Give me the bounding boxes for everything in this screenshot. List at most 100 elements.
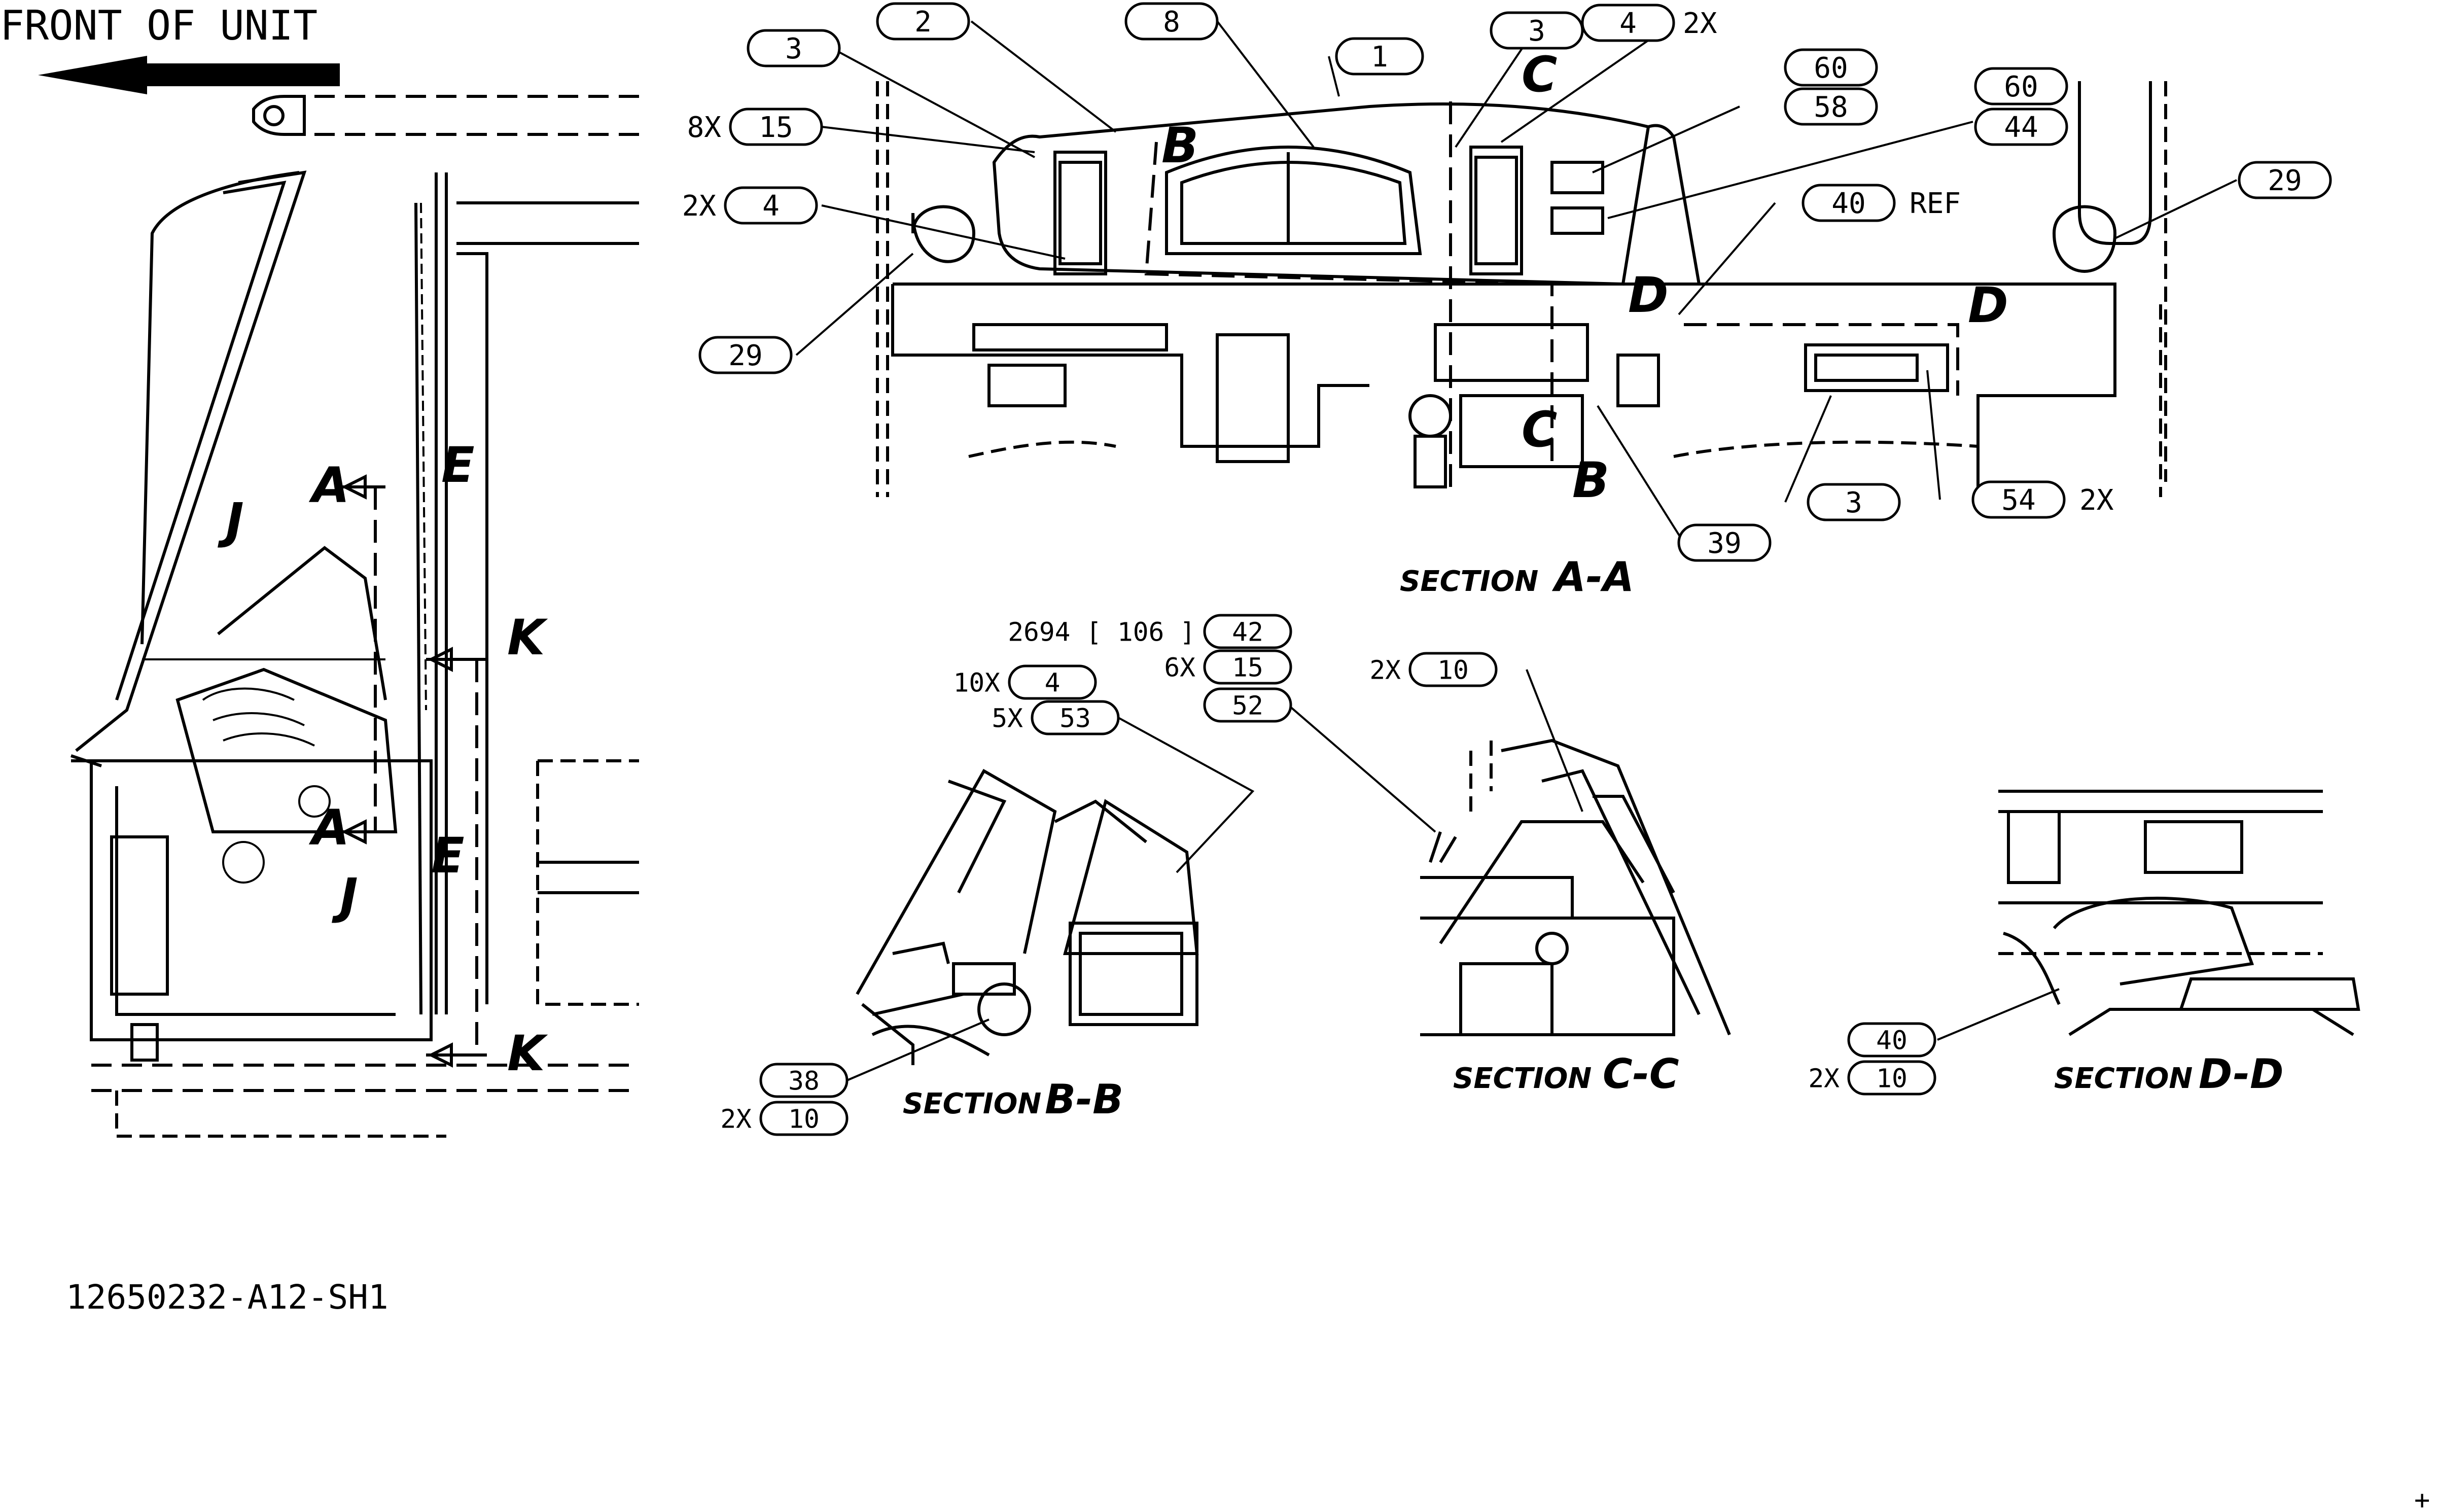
callout-44: 44 — [1974, 108, 2068, 146]
callout-58: 58 — [1784, 87, 1878, 126]
callout-quantity: 6X — [1164, 652, 1195, 683]
section-a-a-dashboard — [876, 81, 2167, 507]
callout-number: 40 — [1876, 1025, 1908, 1056]
callout-balloon — [876, 2, 970, 41]
section-word: SECTION — [1453, 1062, 1592, 1095]
callout-40: 40 — [1847, 1022, 1936, 1058]
callout-8: 8 — [1124, 2, 1219, 41]
callout-quantity: 5X — [992, 703, 1023, 733]
callout-balloon — [1203, 649, 1292, 685]
callout-balloon — [1124, 2, 1219, 41]
drawing-number: 12650232-A12-SH1 — [66, 1278, 388, 1317]
callout-number: 1 — [1371, 41, 1388, 74]
callout-number: 10 — [1876, 1063, 1908, 1094]
callout-quantity: 8X — [687, 111, 722, 144]
callout-balloon — [1847, 1060, 1936, 1096]
callout-number: 3 — [1845, 486, 1862, 519]
callout-balloon — [1847, 1022, 1936, 1058]
callout-suffix: REF — [1910, 187, 1961, 220]
callout-number: 44 — [2004, 111, 2038, 144]
callout-balloon — [759, 1063, 849, 1098]
section-id: A-A — [1551, 553, 1634, 601]
callout-number: 52 — [1232, 690, 1263, 721]
callout-balloon — [1490, 11, 1584, 50]
section-cut-arrows — [340, 474, 487, 1068]
callout-number: 39 — [1707, 527, 1741, 560]
callout-balloon — [1335, 37, 1424, 76]
front-of-unit-label: FRONT OF UNIT — [0, 2, 317, 49]
callout-balloon — [759, 1101, 849, 1136]
view-marker-d: D — [1628, 267, 1669, 324]
callout-balloon — [1802, 184, 1896, 222]
section-b-b-detail — [856, 768, 1199, 1065]
section-cut-lines — [374, 487, 478, 1055]
callout-suffix: 2X — [2079, 484, 2114, 517]
callout-number: 60 — [2004, 71, 2038, 103]
callout-54: 54 2X — [1971, 480, 2114, 519]
view-marker-c: C — [1522, 401, 1557, 458]
view-marker-e: E — [441, 437, 475, 494]
view-markers-side: A E J K A E J K — [218, 437, 548, 1082]
callout-balloon — [1203, 687, 1292, 723]
section-word: SECTION — [1400, 565, 1538, 598]
section-b-b-title: SECTION B-B — [903, 1076, 1123, 1123]
callout-number: 4 — [1045, 667, 1061, 698]
callout-number: 3 — [1528, 15, 1545, 48]
callout-number: 58 — [1814, 91, 1848, 124]
section-id: C-C — [1603, 1050, 1679, 1098]
callout-number: 2 — [914, 6, 932, 39]
callout-number: 15 — [759, 111, 793, 144]
callout-53: 53 5X — [992, 700, 1120, 735]
callout-balloon — [1784, 48, 1878, 87]
callout-60: 60 — [1974, 67, 2068, 106]
corner-mark: + — [2414, 1485, 2430, 1512]
callout-number: 53 — [1059, 703, 1091, 733]
view-marker-b: B — [1572, 452, 1609, 509]
callout-number: 15 — [1232, 652, 1263, 683]
callout-39: 39 — [1677, 523, 1772, 562]
callout-balloon — [1971, 480, 2066, 519]
callout-number: 40 — [1831, 187, 1865, 220]
callout-balloon — [747, 29, 841, 67]
callout-15: 15 6X — [1164, 649, 1292, 685]
callout-number: 8 — [1163, 6, 1180, 39]
callout-balloon — [1974, 67, 2068, 106]
callout-number: 4 — [762, 190, 780, 223]
callout-number: 3 — [785, 32, 802, 65]
callout-number: 42 — [1232, 617, 1263, 647]
view-markers-section-a-a: B B C C D D — [1161, 46, 2008, 509]
callout-52: 52 — [1203, 687, 1292, 723]
callout-balloon — [1008, 664, 1097, 700]
section-word: SECTION — [903, 1087, 1041, 1120]
callout-15: 15 8X — [687, 108, 823, 146]
callout-number: 54 — [2001, 484, 2035, 517]
callout-balloon — [1677, 523, 1772, 562]
callout-number: 10 — [788, 1104, 820, 1134]
callout-number: 4 — [1619, 7, 1637, 40]
section-a-a-cuts — [1144, 101, 1959, 487]
callout-balloon — [698, 336, 793, 374]
section-a-a-title: SECTION A-A — [1400, 553, 1634, 601]
callout-60: 60 — [1784, 48, 1878, 87]
leader-lines — [795, 20, 2237, 1081]
callout-balloon — [1807, 483, 1901, 521]
section-id: B-B — [1045, 1076, 1123, 1123]
callout-balloon — [1408, 652, 1498, 687]
callout-balloon — [729, 108, 823, 146]
callout-balloon — [724, 186, 818, 225]
section-word: SECTION — [2054, 1062, 2193, 1095]
callout-number: 10 — [1437, 655, 1469, 685]
callout-1: 1 — [1335, 37, 1424, 76]
view-marker-e: E — [431, 827, 465, 884]
view-marker-a: A — [308, 457, 349, 514]
callout-38: 38 — [759, 1063, 849, 1098]
section-c-c-detail — [1420, 739, 1731, 1036]
view-marker-a: A — [308, 799, 349, 856]
callout-3: 3 — [747, 29, 841, 67]
callout-balloon — [2238, 161, 2332, 199]
